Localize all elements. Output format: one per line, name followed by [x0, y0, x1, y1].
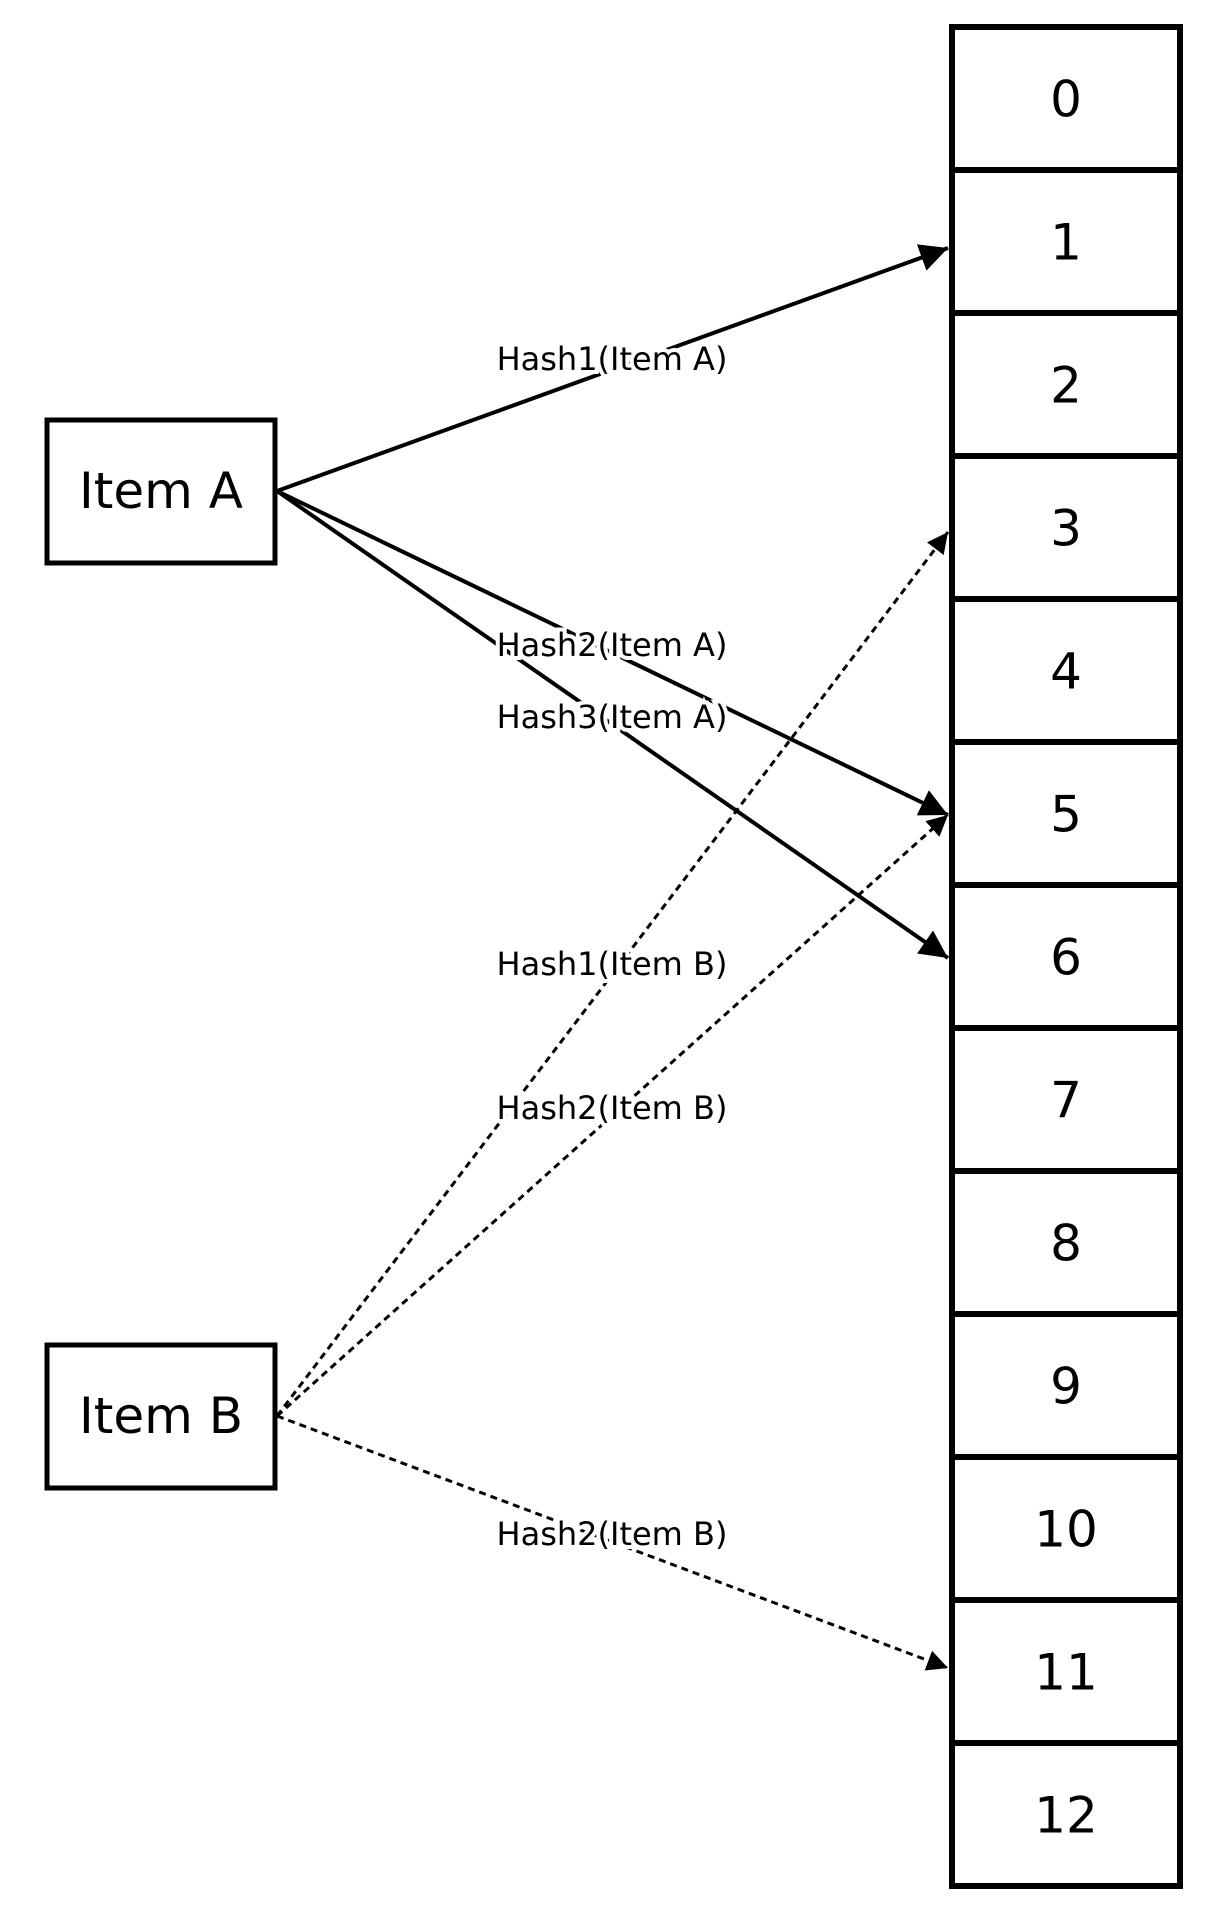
array-cell-0[interactable]: 0 — [949, 24, 1183, 173]
array-cell-box — [949, 1168, 1183, 1317]
array-cell-label: 8 — [1050, 1215, 1082, 1273]
hash-edges: Hash1(Item A) Hash2(Item A) Hash3(Item A) H… — [275, 244, 950, 1671]
hash-arrow-item-b-to-5 — [275, 813, 950, 1418]
array-cell-10[interactable]: 10 — [949, 1454, 1183, 1603]
hash-label: Hash1(Item B) — [497, 945, 728, 983]
array-cell-label: 10 — [1034, 1501, 1098, 1559]
hash-arrow-item-a-to-5 — [276, 489, 949, 817]
array-cell-2[interactable]: 2 — [949, 310, 1183, 459]
array-cell-box — [949, 167, 1183, 316]
array-cell-label: 4 — [1050, 643, 1082, 701]
hash-label: Hash3(Item A) — [497, 698, 728, 736]
array-cell-box — [949, 1597, 1183, 1746]
array-cell-box — [949, 1025, 1183, 1174]
array-cell-label: 6 — [1050, 929, 1082, 987]
array-cell-label: 12 — [1034, 1787, 1098, 1845]
array-cell-box — [949, 1311, 1183, 1460]
hash-arrow-item-a-to-1 — [276, 244, 949, 493]
array-cell-12[interactable]: 12 — [949, 1740, 1183, 1889]
array-cell-8[interactable]: 8 — [949, 1168, 1183, 1317]
array-cell-box — [949, 1740, 1183, 1889]
array-cell-label: 3 — [1050, 500, 1082, 558]
array-cell-1[interactable]: 1 — [949, 167, 1183, 316]
array-cell-label: 9 — [1050, 1358, 1082, 1416]
array-cell-7[interactable]: 7 — [949, 1025, 1183, 1174]
array-cell-box — [949, 453, 1183, 602]
array-cell-box — [949, 739, 1183, 888]
item-a-box[interactable]: Item A — [44, 417, 278, 566]
item-b-box[interactable]: Item B — [44, 1342, 278, 1491]
array-cell-label: 1 — [1050, 214, 1082, 272]
array-cell-label: 0 — [1050, 71, 1082, 129]
array-cell-5[interactable]: 5 — [949, 739, 1183, 888]
hash-label: Hash2(Item B) — [497, 1089, 728, 1127]
array-cell-label: 2 — [1050, 357, 1082, 415]
array-cell-4[interactable]: 4 — [949, 596, 1183, 745]
array-cell-label: 5 — [1050, 786, 1082, 844]
array-cell-label: 7 — [1050, 1072, 1082, 1130]
hash-label: Hash1(Item A) — [497, 340, 728, 378]
hash-arrow-item-b-to-3 — [275, 531, 950, 1417]
item-a-label: Item A — [79, 462, 243, 520]
hash-label: Hash2(Item A) — [497, 626, 728, 664]
array-cell-6[interactable]: 6 — [949, 882, 1183, 1031]
array-cell-9[interactable]: 9 — [949, 1311, 1183, 1460]
array-cell-3[interactable]: 3 — [949, 453, 1183, 602]
item-b-label: Item B — [79, 1387, 243, 1445]
array-cell-label: 11 — [1034, 1644, 1098, 1702]
hash-label: Hash2(Item B) — [497, 1515, 728, 1553]
hash-arrow-item-a-to-6 — [275, 489, 950, 960]
array-cell-11[interactable]: 11 — [949, 1597, 1183, 1746]
